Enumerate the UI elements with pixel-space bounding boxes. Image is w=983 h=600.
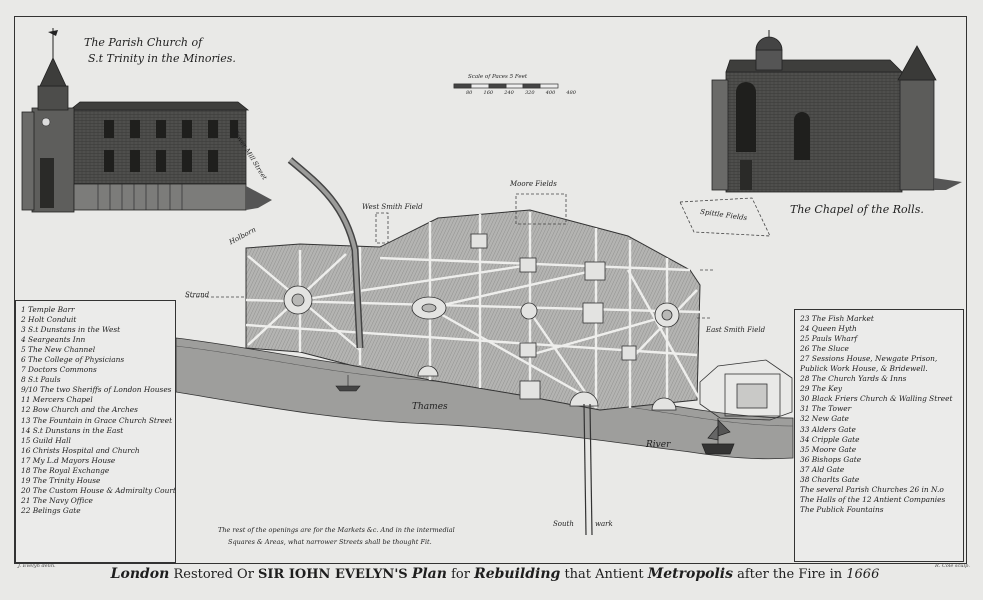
map-note-line-2: Squares & Areas, what narrower Streets s… [228, 538, 432, 546]
scale-tick: 160 [483, 90, 494, 96]
legend-item: The Halls of the 12 Antient Companies [800, 494, 946, 504]
legend-item: 26 The Sluce [800, 344, 849, 354]
scale-title: Scale of Paces 5 Feet [468, 74, 528, 80]
label-river: River [646, 440, 671, 450]
church-right-caption: The Chapel of the Rolls. [790, 203, 924, 216]
field-outlines [186, 193, 771, 319]
title-word-london: London [110, 566, 170, 582]
legend-item: 6 The College of Physicians [21, 355, 125, 365]
legend-item: 1 Temple Barr [21, 305, 75, 314]
map-title: London Restored Or SIR IOHN EVELYN'S Pla… [80, 566, 910, 582]
legend-item: 3 S.t Dunstans in the West [21, 325, 121, 335]
legend-item: 37 Ald Gate [800, 464, 845, 474]
legend-item: 13 The Fountain in Grace Church Street [21, 415, 173, 425]
legend-item: 17 My L.d Mayors House [21, 455, 116, 465]
legend-item: 8 S.t Pauls [21, 375, 61, 385]
title-name: SIR IOHN EVELYN'S [258, 567, 408, 582]
title-word-antient: that Antient [564, 567, 644, 582]
scale-tick: 480 [566, 90, 576, 96]
legend-item: 18 The Royal Exchange [21, 465, 110, 475]
title-word-rebuilding: Rebuilding [474, 566, 561, 582]
scale-ticks: 80 160 240 320 400 480 [466, 90, 576, 96]
legend-item: 33 Alders Gate [800, 424, 856, 434]
piazzas [283, 233, 680, 411]
legend-item: 27 Sessions House, Newgate Prison, [800, 354, 938, 364]
label-west-smith-field: West Smith Field [362, 203, 423, 211]
legend-item: 32 New Gate [800, 414, 849, 424]
title-word-restored: Restored Or [173, 567, 254, 582]
title-word-for: for [451, 567, 470, 582]
legend-item: 19 The Trinity House [21, 475, 101, 485]
label-south: South [553, 520, 574, 528]
legend-item: 23 The Fish Market [800, 314, 874, 323]
map-frame [14, 16, 967, 564]
title-word-plan: Plan [411, 566, 447, 582]
legend-item: 16 Christs Hospital and Church [21, 445, 140, 455]
legend-item: 35 Moore Gate [800, 444, 857, 454]
church-left-title-2: S.t Trinity in the Minories. [88, 52, 236, 65]
signature-left: J. Evelyn delin. [18, 563, 56, 569]
legend-item: 22 Belings Gate [21, 505, 81, 515]
legend-item: 11 Mercers Chapel [21, 395, 93, 405]
legend-item: 30 Black Friers Church & Walling Street [800, 394, 953, 404]
legend-item: 29 The Key [800, 384, 843, 394]
label-wark: wark [595, 520, 613, 528]
church-left-title-1: The Parish Church of [84, 36, 203, 49]
legend-item: 5 The New Channel [21, 345, 96, 355]
label-east-smith-field: East Smith Field [706, 326, 766, 334]
label-thames: Thames [412, 402, 448, 412]
title-word-metropolis: Metropolis [647, 566, 733, 582]
southwark-road [583, 403, 587, 536]
scale-tick: 240 [504, 90, 514, 96]
scale-tick: 320 [524, 90, 535, 96]
scale-tick: 80 [466, 90, 473, 96]
legend-item: 4 Seargeants Inn [21, 335, 86, 345]
title-word-after: after the Fire in [737, 567, 843, 582]
legend-item: 15 Guild Hall [21, 435, 71, 445]
legend-item: The Publick Fountains [800, 504, 884, 514]
legend-item: 12 Bow Church and the Arches [21, 405, 138, 415]
title-year: 1666 [846, 567, 880, 582]
legend-item: 24 Queen Hyth [800, 324, 857, 334]
ship-icon [701, 418, 735, 455]
legend-item: 36 Bishops Gate [800, 454, 862, 464]
legend-item: 34 Cripple Gate [800, 434, 860, 444]
label-strand: Strand [185, 291, 210, 299]
legend-item: 28 The Church Yards & Inns [800, 374, 907, 384]
legend-item: 25 Pauls Wharf [800, 334, 858, 344]
legend-item: 9/10 The two Sheriffs of London Houses [21, 385, 172, 395]
legend-item: 2 Holt Conduit [21, 315, 77, 325]
scale-bar [453, 83, 559, 89]
chapel-engraving [711, 30, 962, 193]
legend-item: 31 The Tower [800, 404, 852, 414]
scale-tick: 400 [545, 90, 556, 96]
legend-item: 20 The Custom House & Admiralty Court [21, 485, 176, 495]
parish-church-engraving [21, 28, 272, 213]
legend-item: 14 S.t Dunstans in the East [21, 425, 124, 435]
small-boat-icon [335, 375, 361, 392]
legend-item: Publick Work House, & Bridewell. [800, 364, 928, 374]
map-note-line-1: The rest of the openings are for the Mar… [218, 526, 455, 534]
signature-right: R. Cole sculp. [935, 563, 970, 569]
legend-item: The several Parish Churches 26 in N.o [800, 484, 944, 494]
legend-item: 7 Doctors Commons [21, 365, 97, 375]
tower-precinct [699, 359, 793, 421]
label-moore-fields: Moore Fields [510, 180, 557, 188]
legend-item: 21 The Navy Office [21, 495, 93, 505]
legend-item: 38 Charlts Gate [800, 474, 860, 484]
